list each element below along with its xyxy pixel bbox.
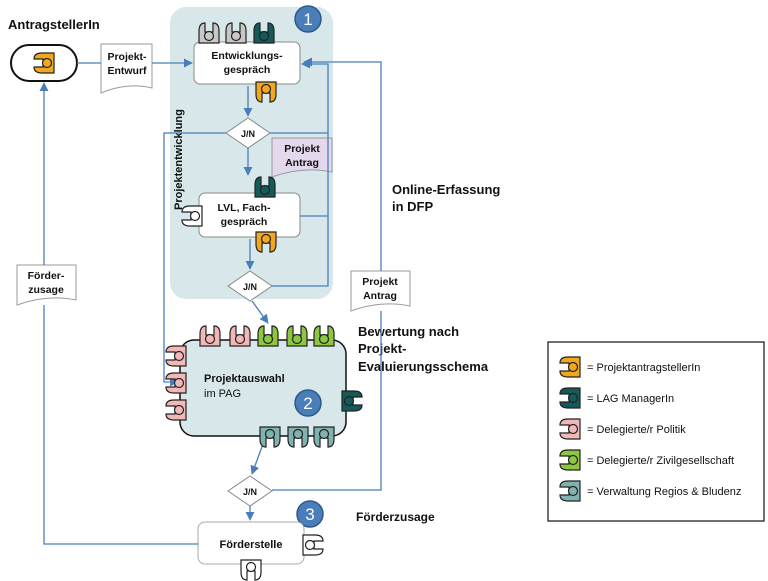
svg-text:Bewertung nach: Bewertung nach xyxy=(358,324,459,339)
applicant-title: AntragstellerIn xyxy=(8,17,100,32)
legend-person-icon xyxy=(559,418,581,440)
svg-text:Projekt: Projekt xyxy=(284,143,320,155)
document-project-application-inner: Projekt Antrag xyxy=(271,137,333,178)
phase-one-badge: 1 xyxy=(294,5,322,33)
annotation-funding: Förderzusage xyxy=(356,510,435,524)
connector-decision2-loop xyxy=(272,133,329,287)
legend-person-icon xyxy=(559,480,581,502)
legend-person-icon xyxy=(559,387,581,409)
document-project-application-outer: Projekt Antrag xyxy=(350,270,411,312)
delegate-person-icon xyxy=(313,325,335,347)
politics-delegate-icon xyxy=(165,372,187,394)
delegate-person-icon xyxy=(229,325,251,347)
legend-label: = Delegierte/r Politik xyxy=(587,424,686,436)
development-talk-line-1: Entwicklungs- xyxy=(211,50,283,62)
phase-two-badge: 2 xyxy=(294,389,322,417)
funding-office-label: Förderstelle xyxy=(220,539,283,551)
expert-person-icon xyxy=(181,205,203,227)
legend-items: = ProjektantragstellerIn = LAG ManagerIn =… xyxy=(559,356,741,502)
phase-one-side-label: Projektentwicklung xyxy=(173,109,185,210)
delegate-person-icon xyxy=(257,325,279,347)
manager-person-icon xyxy=(254,176,276,198)
connector-office-commitment xyxy=(43,305,198,545)
legend-person-icon xyxy=(559,356,581,378)
legend-label: = ProjektantragstellerIn xyxy=(587,362,700,374)
svg-text:zusage: zusage xyxy=(28,284,64,296)
connector-selection-decision3 xyxy=(250,443,264,475)
legend-label: = Verwaltung Regios & Bludenz xyxy=(587,486,741,498)
legend-person-icon xyxy=(559,449,581,471)
svg-text:3: 3 xyxy=(305,505,314,524)
decision-two xyxy=(227,270,273,302)
svg-text:1: 1 xyxy=(303,10,312,29)
project-selection-line-1: Projektauswahl xyxy=(204,373,285,385)
legend-box xyxy=(547,341,765,522)
person-icons xyxy=(33,22,363,581)
connectors xyxy=(39,57,382,545)
svg-text:2: 2 xyxy=(303,394,312,413)
svg-text:J/N: J/N xyxy=(243,487,257,497)
connector-decision1-loop xyxy=(270,59,329,134)
svg-text:Projekt-: Projekt- xyxy=(107,51,147,63)
admin-person-icon xyxy=(259,426,281,448)
manager-person-icon xyxy=(253,22,275,44)
svg-text:Entwurf: Entwurf xyxy=(107,65,147,77)
admin-person-icon xyxy=(287,426,309,448)
connector-decision1-selection xyxy=(163,132,226,387)
svg-text:Antrag: Antrag xyxy=(363,290,397,302)
lvl-talk-line-2: gespräch xyxy=(221,216,268,228)
connector-application-talk xyxy=(303,57,382,271)
admin-person-icon xyxy=(313,426,335,448)
applicant-person-icon xyxy=(33,52,55,74)
delegate-person-icon xyxy=(286,325,308,347)
inactive-person-icon xyxy=(198,22,220,44)
node-lvl-talk xyxy=(198,192,301,238)
phase-three-badge: 3 xyxy=(296,500,324,528)
manager-person-icon xyxy=(341,390,363,412)
inactive-person-icon xyxy=(225,22,247,44)
politics-delegate-icon xyxy=(165,399,187,421)
svg-text:Antrag: Antrag xyxy=(285,157,319,169)
legend-label: = LAG ManagerIn xyxy=(587,393,674,405)
svg-text:Projekt: Projekt xyxy=(362,276,398,288)
svg-text:in DFP: in DFP xyxy=(392,199,433,214)
development-talk-line-2: gespräch xyxy=(224,64,271,76)
politics-delegate-icon xyxy=(165,345,187,367)
legend-label: = Delegierte/r Zivilgesellschaft xyxy=(587,455,734,467)
svg-text:J/N: J/N xyxy=(243,282,257,292)
svg-text:Evaluierungsschema: Evaluierungsschema xyxy=(358,359,489,374)
svg-text:Online-Erfassung: Online-Erfassung xyxy=(392,182,500,197)
applicant-person-icon xyxy=(255,81,277,103)
svg-text:Förder-: Förder- xyxy=(28,270,65,282)
project-selection-line-2: im PAG xyxy=(204,388,241,400)
svg-text:Projekt-: Projekt- xyxy=(358,341,406,356)
applicant-person-icon xyxy=(255,231,277,253)
connector-decision2-selection xyxy=(251,300,269,324)
connector-application-decision3 xyxy=(272,311,382,491)
node-development-talk xyxy=(193,41,301,85)
delegate-person-icon xyxy=(199,325,221,347)
lvl-talk-line-1: LVL, Fach- xyxy=(218,202,271,214)
document-project-draft: Projekt- Entwurf xyxy=(100,43,153,94)
office-person-icon xyxy=(302,534,324,556)
annotation-evaluation: Bewertung nach Projekt- Evaluierungssche… xyxy=(358,324,489,374)
svg-text:J/N: J/N xyxy=(241,129,255,139)
office-person-icon xyxy=(240,559,262,581)
document-funding-commitment: Förder- zusage xyxy=(16,264,77,306)
annotation-online: Online-Erfassung in DFP xyxy=(392,182,500,214)
